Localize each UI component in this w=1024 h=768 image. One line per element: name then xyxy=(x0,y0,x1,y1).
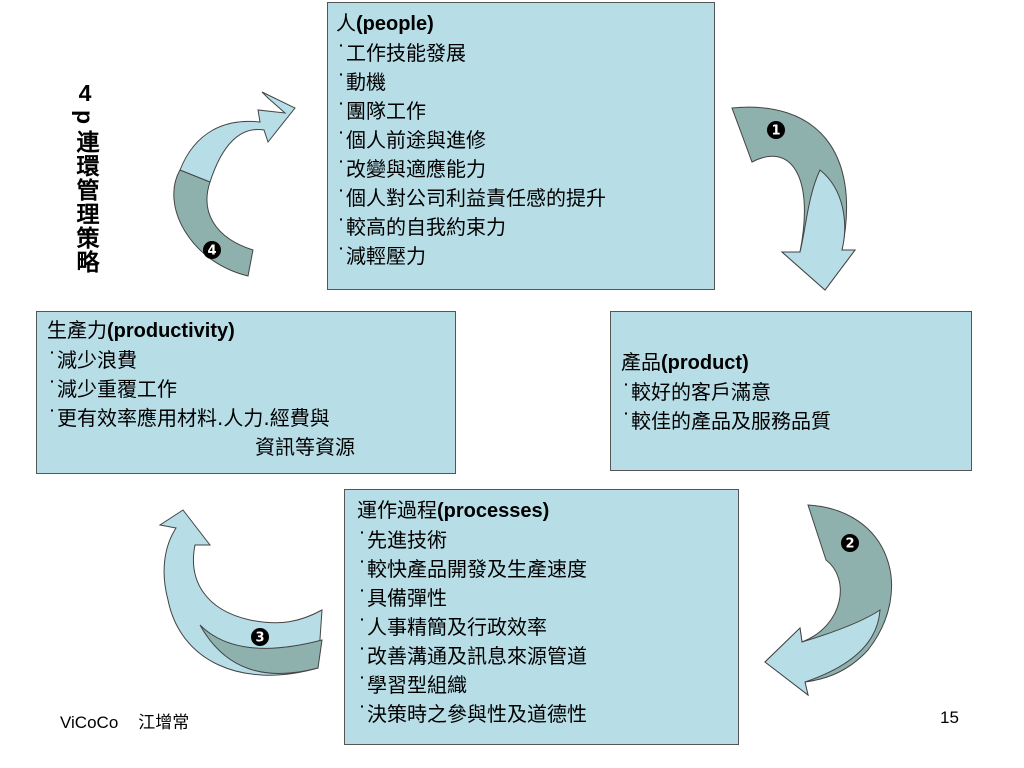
list-item: 具備彈性 xyxy=(357,584,726,613)
list-item-continuation: 資訊等資源 xyxy=(255,435,355,459)
curved-arrow-1: 1 xyxy=(731,106,856,291)
list-item: 動機 xyxy=(336,68,706,97)
page-number: 15 xyxy=(940,708,959,727)
vertical-title-text: 連環管理策略 xyxy=(72,130,98,274)
list-item: 團隊工作 xyxy=(336,97,706,126)
list-item: 較高的自我約束力 xyxy=(336,213,706,242)
list-item: 較佳的產品及服務品質 xyxy=(621,407,961,436)
badge-1 xyxy=(767,121,785,139)
footer-author: 江增常 xyxy=(138,713,190,732)
footer-credit: ViCoCo 江增常 xyxy=(60,708,209,733)
vertical-title-number: 4 xyxy=(78,80,92,106)
list-item: 學習型組織 xyxy=(357,671,726,700)
list-item: 較快產品開發及生產速度 xyxy=(357,555,726,584)
badge-4-label: 4 xyxy=(207,244,216,259)
product-box: 產品(product) 較好的客戶滿意 較佳的產品及服務品質 xyxy=(610,311,972,471)
curved-arrow-2: 2 xyxy=(764,504,892,697)
vertical-title-letter: p xyxy=(72,109,98,125)
list-item: 減少重覆工作 xyxy=(47,375,445,404)
list-item: 工作技能發展 xyxy=(336,39,706,68)
curved-arrow-3: 3 xyxy=(158,509,323,676)
list-item: 改善溝通及訊息來源管道 xyxy=(357,642,726,671)
vertical-title: 4 p 連環管理策略 xyxy=(62,80,108,274)
list-item: 更有效率應用材料.人力.經費與 xyxy=(47,404,445,433)
product-list: 較好的客戶滿意 較佳的產品及服務品質 xyxy=(621,378,961,436)
list-item: 減少浪費 xyxy=(47,346,445,375)
productivity-list: 減少浪費 減少重覆工作 更有效率應用材料.人力.經費與 資訊等資源 xyxy=(47,346,445,462)
productivity-title: 生產力(productivity) xyxy=(47,318,235,342)
list-item: 改變與適應能力 xyxy=(336,155,706,184)
list-item: 個人對公司利益責任感的提升 xyxy=(336,184,706,213)
list-item: 個人前途與進修 xyxy=(336,126,706,155)
badge-1-label: 1 xyxy=(771,124,780,139)
list-item: 先進技術 xyxy=(357,526,726,555)
footer-brand: ViCoCo xyxy=(60,713,119,732)
badge-2 xyxy=(841,534,859,552)
list-item: 決策時之參與性及道德性 xyxy=(357,700,726,729)
product-title: 產品(product) xyxy=(621,350,749,374)
badge-2-label: 2 xyxy=(845,537,854,552)
list-item: 人事精簡及行政效率 xyxy=(357,613,726,642)
list-item: 減輕壓力 xyxy=(336,242,706,271)
people-list: 工作技能發展 動機 團隊工作 個人前途與進修 改變與適應能力 個人對公司利益責任… xyxy=(336,39,706,271)
badge-4 xyxy=(203,241,221,259)
processes-box: 運作過程(processes) 先進技術 較快產品開發及生產速度 具備彈性 人事… xyxy=(344,489,739,745)
processes-title: 運作過程(processes) xyxy=(357,498,550,522)
people-box: 人(people) 工作技能發展 動機 團隊工作 個人前途與進修 改變與適應能力… xyxy=(327,2,715,290)
people-title: 人(people) xyxy=(336,11,434,35)
list-item: 較好的客戶滿意 xyxy=(621,378,961,407)
processes-list: 先進技術 較快產品開發及生產速度 具備彈性 人事精簡及行政效率 改善溝通及訊息來… xyxy=(357,526,726,729)
curved-arrow-4: 4 xyxy=(173,91,296,277)
badge-3 xyxy=(251,628,269,646)
productivity-box: 生產力(productivity) 減少浪費 減少重覆工作 更有效率應用材料.人… xyxy=(36,311,456,474)
badge-3-label: 3 xyxy=(255,631,264,646)
